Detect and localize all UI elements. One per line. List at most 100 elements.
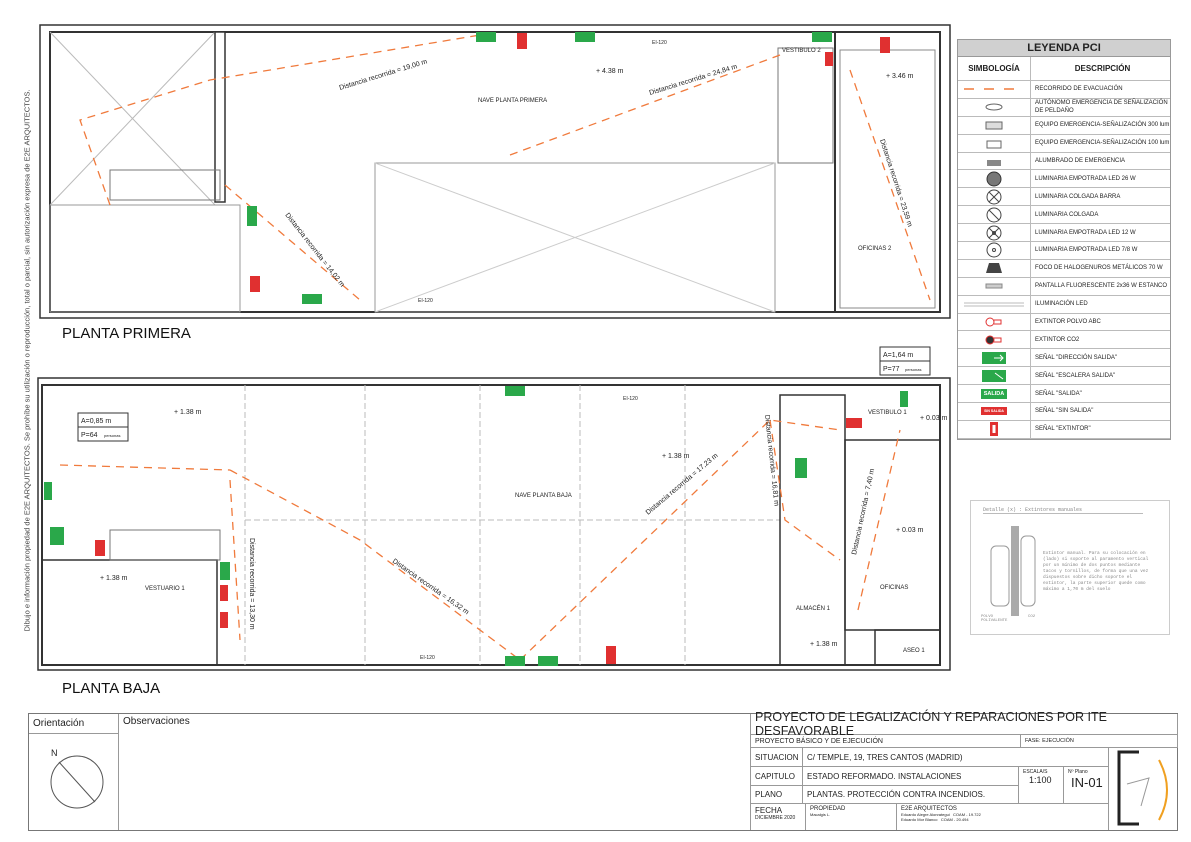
orientation-label: Orientación [29,714,119,734]
fire-rating-label: EI-120 [420,655,435,661]
legend-row: EQUIPO EMERGENCIA-SEÑALIZACIÓN 100 lum [958,134,1170,153]
legend-label: SEÑAL "DIRECCIÓN SALIDA" [1035,354,1118,361]
capitulo-value: ESTADO REFORMADO. INSTALACIONES [803,767,1019,786]
evacuation-routes [79,34,931,301]
led-7-8w-icon [958,242,1031,259]
detail-label-left: POLVO POLIVALENTE [981,615,1008,623]
led-12w-icon [958,224,1031,242]
plan-title-baja: PLANTA BAJA [62,680,161,697]
legend-col-symbol: SIMBOLOGÍA [958,57,1031,80]
legend-label: SEÑAL "EXTINTOR" [1035,426,1091,433]
evacuation-routes [59,419,901,661]
extinguisher-abc-icon [958,313,1031,331]
level-label: + 4.38 m [596,68,624,75]
firm-name: E2E ARQUITECTOS [901,806,957,812]
legend-row: EQUIPO EMERGENCIA-SEÑALIZACIÓN 300 lum [958,116,1170,135]
stair-exit-sign-icon [247,206,257,226]
extinguisher-sign-icon [517,33,527,49]
legend-row: EXTINTOR POLVO ABC [958,313,1170,332]
legend-row: EXTINTOR CO2 [958,331,1170,350]
led-strip-icon [958,295,1031,313]
sheet-number: IN-01 [1071,775,1103,790]
room-label: VESTIBULO 2 [782,48,821,54]
level-label: + 0.03 m [920,415,948,422]
evacuation-route-icon [958,81,1031,98]
extinguisher-drawing [990,526,1036,616]
floor-plans: Distancia recorrida = 19,00 m Distancia … [37,24,951,671]
owner-value: Macalgis L. [810,812,831,817]
extinguisher-sign-icon [958,420,1031,438]
step-emergency-light-icon [958,98,1031,116]
emergency-sign-300-icon [958,116,1031,134]
distance-label: Distancia recorrida = 23,59 m [878,138,913,227]
owner-label: PROPIEDAD [810,806,846,812]
exit-direction-sign-icon [50,527,64,545]
no-exit-sign-icon-text: SIN SALIDA [981,407,1007,416]
legend-row: LUMINARIA EMPOTRADA LED 12 W [958,224,1170,243]
detail-label-right: CO2 [1028,615,1036,619]
situacion-value: C/ TEMPLE, 19, TRES CANTOS (MADRID) [803,748,1109,767]
project-title: PROYECTO DE LEGALIZACIÓN Y REPARACIONES … [751,710,1178,738]
project-type: PROYECTO BÁSICO Y DE EJECUCIÓN [751,735,1021,748]
legend-title: LEYENDA PCI [958,40,1170,57]
legend-label: SEÑAL "SALIDA" [1035,390,1082,397]
room-label: VESTUARIO 1 [145,586,185,592]
extinguisher-detail: Detalle (x) : Extintores manuales Extint… [970,500,1170,635]
hanging-light-icon [958,206,1031,224]
exit-direction-sign-icon [958,349,1031,367]
legend-label: LUMINARIA EMPOTRADA LED 12 W [1035,229,1136,236]
legend-row: PANTALLA FLUORESCENTE 2x36 W ESTANCO [958,277,1170,296]
capitulo-label: CAPITULO [751,767,803,786]
exit-box-right: A=1,64 m P=77 personas [879,346,931,376]
legend-label: LUMINARIA EMPOTRADA LED 26 W [1035,175,1136,182]
legend-pci: LEYENDA PCI SIMBOLOGÍA DESCRIPCIÓN RECORR… [957,39,1171,440]
legend-label: EQUIPO EMERGENCIA-SEÑALIZACIÓN 100 lum [1035,140,1170,147]
room-label: NAVE PLANTA BAJA [515,493,572,499]
legend-label: EXTINTOR POLVO ABC [1035,319,1101,326]
led-26w-icon [958,170,1031,188]
observations-label: Observaciones [119,714,751,830]
exit-direction-sign-icon [538,656,558,666]
exit-direction-sign-icon [505,656,525,666]
north-label: N [51,748,58,758]
room-label: ASEO 1 [903,648,925,654]
exit-occupancy-label: P=77 [883,366,900,373]
scale-value: 1:100 [1029,775,1052,785]
legend-label: EQUIPO EMERGENCIA-SEÑALIZACIÓN 300 lum [1035,122,1170,129]
room-label: OFICINAS 2 [858,246,892,252]
exit-sign-icon [900,391,908,407]
plano-label: PLANO [751,786,803,804]
legend-row: ILUMINACIÓN LED [958,295,1170,314]
legend-label: SEÑAL "ESCALERA SALIDA" [1035,372,1116,379]
legend-col-description: DESCRIPCIÓN [1074,63,1131,73]
fire-rating-label: EI-120 [652,40,667,46]
legend-label: ILUMINACIÓN LED [1035,301,1088,308]
legend-label: EXTINTOR CO2 [1035,336,1080,343]
legend-label: LUMINARIA COLGADA [1035,211,1099,218]
detail-text: Extintor manual. Para su colocación en (… [1043,551,1149,592]
legend-row: ALUMBRADO DE EMERGENCIA [958,152,1170,171]
legend-label: ALUMBRADO DE EMERGENCIA [1035,158,1126,164]
distance-label: Distancia recorrida = 7,40 m [851,468,876,555]
distance-label: Distancia recorrida = 16,81 m [763,414,780,506]
signs-lower [44,386,908,666]
extinguisher-sign-icon [220,612,228,628]
exit-sign-icon: SALIDA [958,385,1031,403]
exit-box-left: A=0,85 m P=64 personas [77,412,129,442]
no-exit-sign-icon: SIN SALIDA [958,403,1031,420]
exit-occupancy-label: P=64 [81,432,98,439]
fire-rating-label: EI-120 [623,396,638,402]
exit-direction-sign-icon [795,458,807,478]
firm-logo [1117,750,1168,826]
room-label: VESTIBULO 1 [868,410,907,416]
exit-occupancy-unit: personas [905,367,921,372]
level-label: + 1.38 m [810,641,838,648]
exit-direction-sign-icon [575,32,595,42]
legend-label: AUTÓNOMO EMERGENCIA DE SEÑALIZACIÓN DE P… [1035,100,1168,115]
room-label: ALMACÉN 1 [796,605,831,612]
architects-cell: E2E ARQUITECTOS Eduardo Alegre Alonrateg… [897,804,1109,830]
level-label: + 0.03 m [896,527,924,534]
